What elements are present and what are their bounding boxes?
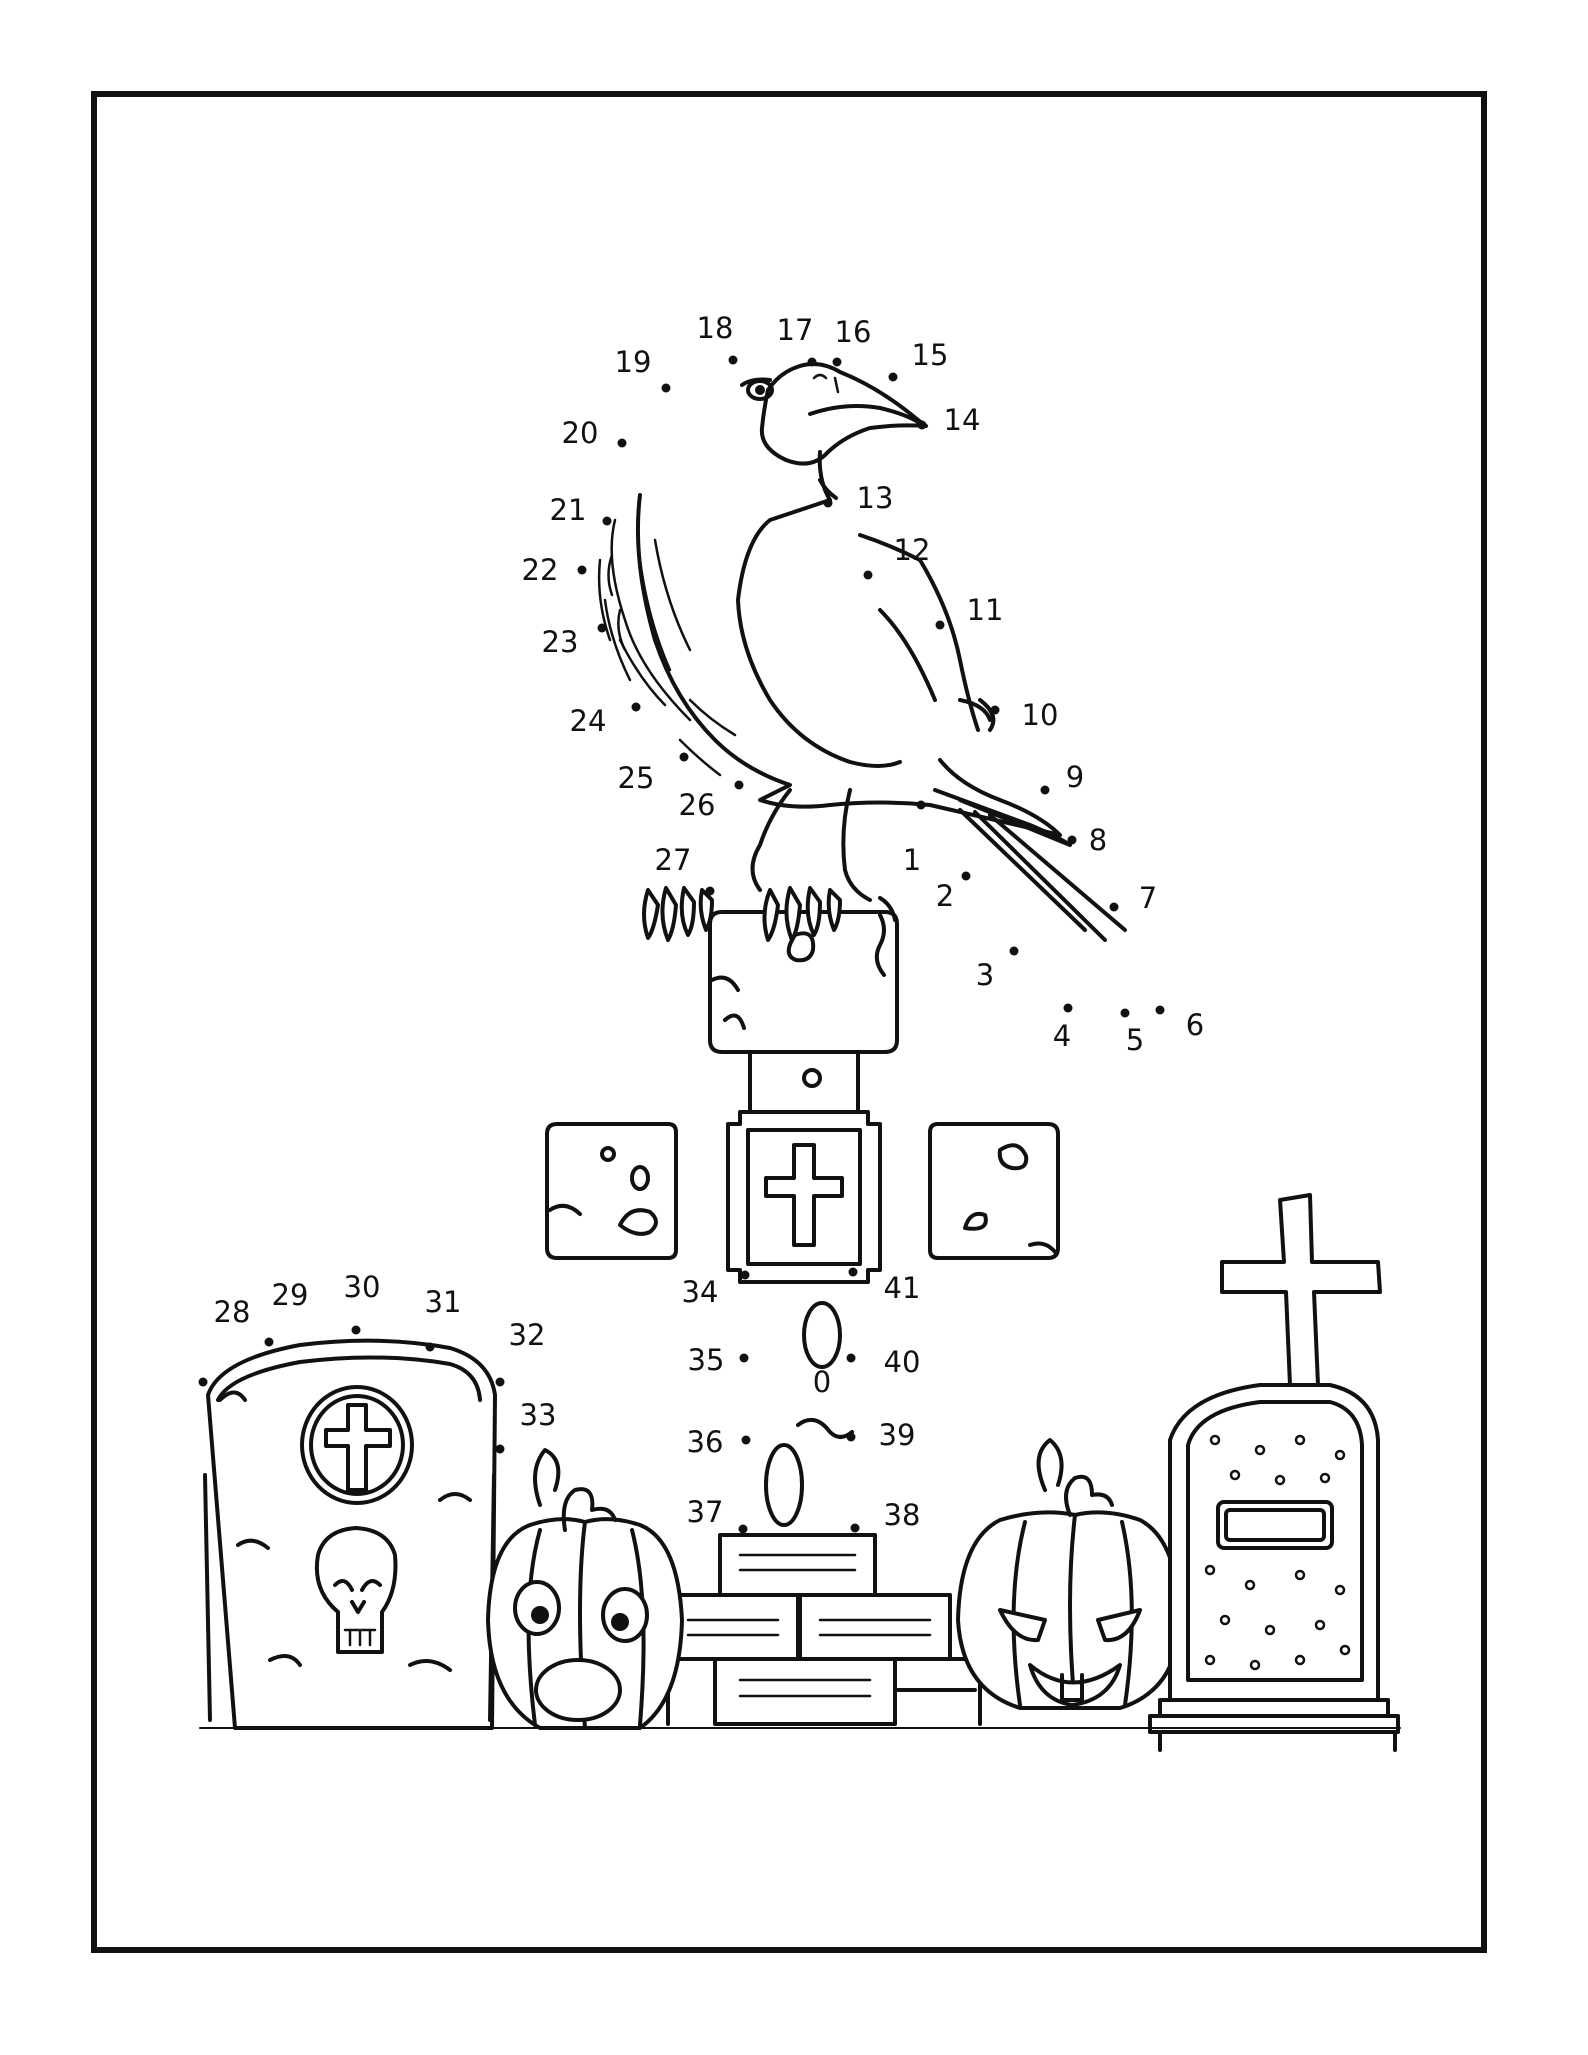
dot-label-7: 7 [1139, 881, 1157, 915]
dot-label-12: 12 [894, 533, 931, 567]
dot-label-27: 27 [655, 843, 692, 877]
dot-16 [832, 357, 842, 367]
dot-8 [1067, 835, 1077, 845]
dot-28 [198, 1377, 208, 1387]
dot-label-30: 30 [344, 1270, 381, 1304]
dot-label-32: 32 [509, 1318, 546, 1352]
dot-15 [888, 372, 898, 382]
dot-20 [617, 438, 627, 448]
dot-26 [734, 780, 744, 790]
dot-5 [1120, 1008, 1130, 1018]
dot-label-39: 39 [879, 1418, 916, 1452]
dot-label-35: 35 [688, 1343, 725, 1377]
dot-25 [679, 752, 689, 762]
dot-label-22: 22 [522, 553, 559, 587]
dot-11 [935, 620, 945, 630]
dot-27 [705, 886, 715, 896]
dot-6 [1155, 1005, 1165, 1015]
dot-41 [848, 1267, 858, 1277]
dot-label-38: 38 [884, 1498, 921, 1532]
dot-label-37: 37 [687, 1495, 724, 1529]
dot-40 [846, 1353, 856, 1363]
dot-label-3: 3 [976, 958, 994, 992]
dot-24 [631, 702, 641, 712]
skull-icon [314, 1526, 398, 1654]
tombstone-icon [203, 1338, 497, 1730]
dot-label-11: 11 [967, 593, 1004, 627]
dot-label-16: 16 [835, 315, 872, 349]
dot-39 [846, 1432, 856, 1442]
dot-14 [917, 420, 927, 430]
dot-2 [961, 871, 971, 881]
svg-text:0: 0 [813, 1365, 831, 1399]
dot-label-41: 41 [884, 1271, 921, 1305]
tombstone-icon [1148, 1193, 1400, 1752]
dot-label-13: 13 [857, 481, 894, 515]
dot-label-20: 20 [562, 416, 599, 450]
dot-label-8: 8 [1089, 823, 1107, 857]
dot-label-17: 17 [777, 313, 814, 347]
dot-label-26: 26 [679, 788, 716, 822]
dot-18 [728, 355, 738, 365]
dot-3 [1009, 946, 1019, 956]
jack-o-lantern-icon [956, 1438, 1182, 1710]
dot-21 [602, 516, 612, 526]
dot-12 [863, 570, 873, 580]
dot-label-24: 24 [570, 704, 607, 738]
dot-label-4: 4 [1053, 1019, 1071, 1053]
dot-label-10: 10 [1022, 698, 1059, 732]
dot-30 [351, 1325, 361, 1335]
dot-label-18: 18 [697, 311, 734, 345]
dot-23 [597, 623, 607, 633]
dot-label-15: 15 [912, 338, 949, 372]
dot-29 [264, 1337, 274, 1347]
dot-label-31: 31 [425, 1285, 462, 1319]
dot-label-9: 9 [1066, 760, 1084, 794]
dot-34 [740, 1270, 750, 1280]
dot-32 [495, 1377, 505, 1387]
dot-label-28: 28 [214, 1295, 251, 1329]
dot-label-29: 29 [272, 1278, 309, 1312]
dot-13 [823, 498, 833, 508]
dot-36 [741, 1435, 751, 1445]
dot-37 [738, 1524, 748, 1534]
dot-label-1: 1 [903, 843, 921, 877]
dot-35 [739, 1353, 749, 1363]
dot-label-40: 40 [884, 1345, 921, 1379]
dot-label-34: 34 [682, 1275, 719, 1309]
dot-label-23: 23 [542, 625, 579, 659]
dot-label-19: 19 [615, 345, 652, 379]
dot-9 [1040, 785, 1050, 795]
dot-4 [1063, 1003, 1073, 1013]
dot-31 [425, 1342, 435, 1352]
dot-label-6: 6 [1186, 1008, 1204, 1042]
grave-cross-icon: 0 [545, 910, 1060, 1726]
dot-label-2: 2 [936, 879, 954, 913]
dot-label-36: 36 [687, 1425, 724, 1459]
dot-label-33: 33 [520, 1398, 557, 1432]
dot-7 [1109, 902, 1119, 912]
dot-33 [495, 1444, 505, 1454]
dot-label-14: 14 [944, 403, 981, 437]
dot-label-5: 5 [1126, 1023, 1144, 1057]
dot-17 [807, 357, 817, 367]
pumpkin-icon [486, 1448, 684, 1730]
dot-19 [661, 383, 671, 393]
dot-1 [916, 800, 926, 810]
page-border [91, 91, 1487, 1953]
dot-label-25: 25 [618, 761, 655, 795]
dot-22 [577, 565, 587, 575]
dot-38 [850, 1523, 860, 1533]
dot-10 [990, 705, 1000, 715]
dot-label-21: 21 [550, 493, 587, 527]
